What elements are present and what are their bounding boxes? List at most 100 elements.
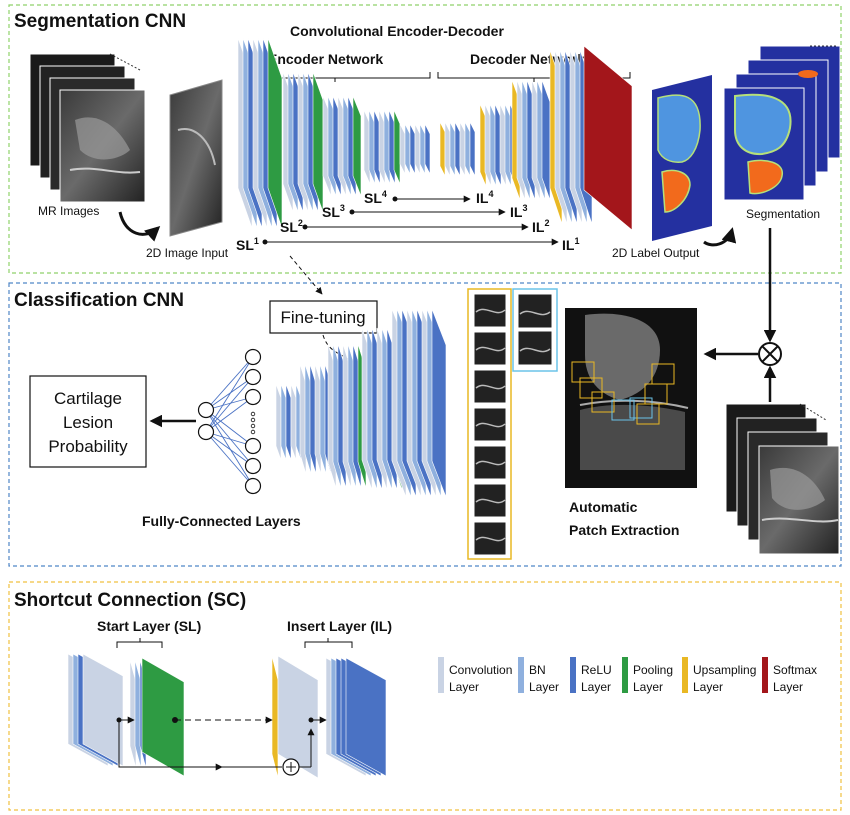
- label-output-label: 2D Label Output: [612, 246, 700, 260]
- layer-legend: ConvolutionLayerBNLayerReLULayerPoolingL…: [438, 657, 817, 694]
- curved-arrow-icon: [703, 227, 737, 247]
- fc-neuron: [244, 477, 262, 495]
- shortcut-flow: [116, 716, 327, 776]
- fc-neuron: [197, 401, 215, 419]
- extracted-patches: [467, 288, 558, 560]
- layer-plate: [489, 103, 497, 187]
- classification-section-border: [8, 282, 842, 567]
- patch-label-line-1: Automatic: [569, 499, 638, 515]
- layer-plate: [504, 103, 512, 187]
- fc-label: Fully-Connected Layers: [142, 513, 301, 529]
- cls-layer-plate: [275, 383, 282, 461]
- sc-end-block-plate: [345, 657, 387, 777]
- layer-plate: [373, 109, 381, 185]
- layer-plate: [409, 123, 416, 175]
- sc-conv-plate: [277, 655, 319, 779]
- layer-plate: [393, 109, 401, 185]
- patch-thumbnail: [517, 293, 553, 329]
- segmentation-shortcuts: [262, 195, 559, 246]
- legend-label: Layer: [633, 680, 663, 694]
- cls-layer-plate: [319, 363, 327, 475]
- il2-label: IL2: [532, 218, 549, 235]
- segmentation-section-border: [8, 4, 842, 274]
- legend-label: Layer: [773, 680, 803, 694]
- sc-mid-plate: [134, 659, 142, 769]
- cls-layer-plate: [290, 383, 297, 461]
- classification-network: [275, 308, 447, 498]
- softmax-layer-swatch: [762, 657, 768, 693]
- layer-plate: [469, 121, 476, 177]
- layer-plate: [494, 103, 502, 187]
- mr-image-stack: [29, 53, 146, 203]
- start-layer-label: Start Layer (SL): [97, 618, 201, 634]
- cls-layer-plate: [314, 363, 322, 475]
- layer-plate: [424, 123, 431, 175]
- il1-label: IL1: [562, 236, 579, 253]
- patch-thumbnail: [517, 330, 553, 366]
- shortcut-title: Shortcut Connection (SC): [14, 590, 246, 611]
- legend-label: Layer: [449, 680, 479, 694]
- legend-label: Layer: [581, 680, 611, 694]
- patch-extraction-image: [565, 308, 697, 488]
- input-image-slice: [169, 79, 223, 237]
- il4-label: IL4: [476, 189, 493, 206]
- shortcut-connection-example: [67, 653, 387, 779]
- insert-layer-label: Insert Layer (IL): [287, 618, 392, 634]
- legend-label: Upsampling: [693, 663, 756, 677]
- upsampling-layer-swatch: [682, 657, 688, 693]
- image-input-label: 2D Image Input: [146, 246, 229, 260]
- fc-neuron: [244, 368, 262, 386]
- layer-plate: [444, 121, 451, 177]
- fully-connected-layers: [197, 348, 262, 495]
- il3-label: IL3: [510, 203, 527, 220]
- layer-plate: [312, 71, 324, 213]
- fine-tuning-box: [269, 300, 378, 334]
- segmentation-stack: [723, 45, 841, 201]
- layer-plate: [439, 121, 446, 177]
- legend-label: Layer: [693, 680, 723, 694]
- output-line-2: Lesion: [63, 413, 113, 432]
- layer-plate: [414, 123, 421, 175]
- layer-plate: [464, 121, 471, 177]
- output-line-3: Probability: [48, 437, 128, 456]
- encoder-label: Encoder Network: [268, 51, 383, 67]
- cls-layer-plate: [280, 383, 287, 461]
- legend-label: Layer: [529, 680, 559, 694]
- layer-plate: [399, 123, 406, 175]
- fc-neuron: [244, 388, 262, 406]
- fine-tuning-label: Fine-tuning: [280, 308, 365, 327]
- sc-upsampling-plate: [271, 655, 279, 779]
- sl4-label: SL4: [364, 189, 387, 206]
- pooling-layer-swatch: [622, 657, 628, 693]
- layer-plate: [449, 121, 456, 177]
- cls-layer-plate: [309, 363, 317, 475]
- output-line-1: Cartilage: [54, 389, 122, 408]
- layer-plate: [388, 109, 396, 185]
- legend-label: Convolution: [449, 663, 512, 677]
- bn-layer-swatch: [518, 657, 524, 693]
- output-probability-box: [29, 375, 147, 468]
- segmentation-title: Segmentation CNN: [14, 11, 186, 32]
- mr-image-stack-2: [725, 403, 840, 555]
- layer-plate: [363, 109, 371, 185]
- multiply-icon: [758, 342, 782, 366]
- legend-label: BN: [529, 663, 546, 677]
- layer-plate: [352, 95, 362, 197]
- cls-layer-plate: [431, 308, 447, 498]
- fc-neuron: [244, 457, 262, 475]
- fine-tuning-dashed-link: [289, 255, 323, 295]
- decoder-brace: [437, 72, 631, 82]
- convolution-layer-swatch: [438, 657, 444, 693]
- cls-layer-plate: [299, 363, 307, 475]
- encoder-decoder-network: [237, 37, 633, 231]
- layer-plate: [378, 109, 386, 185]
- layer-plate: [267, 37, 283, 229]
- sl1-label: SL1: [236, 236, 259, 253]
- sl2-label: SL2: [280, 218, 303, 235]
- layer-plate: [499, 103, 507, 187]
- layer-plate: [479, 103, 487, 187]
- layer-plate: [404, 123, 411, 175]
- curved-arrow-icon: [118, 211, 161, 242]
- legend-label: ReLU: [581, 663, 612, 677]
